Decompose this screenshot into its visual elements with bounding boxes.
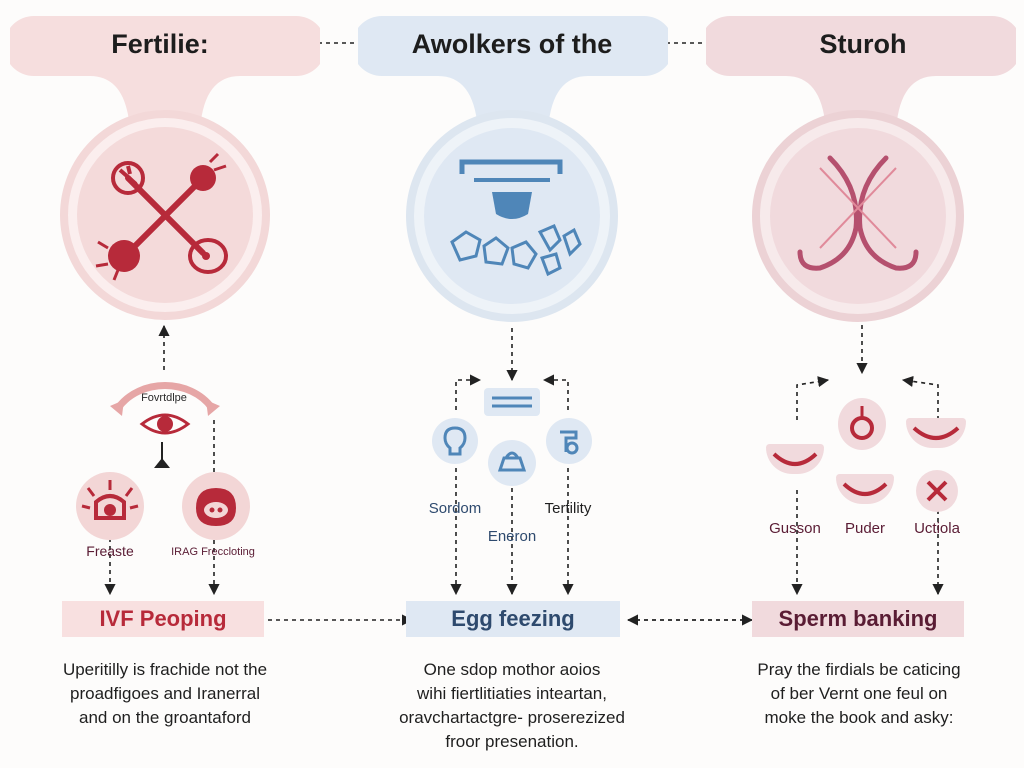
description-line: moke the book and asky: — [764, 708, 954, 727]
header-fertility: Fertilie: — [111, 28, 209, 59]
description-line: Uperitilly is frachide not the — [62, 660, 268, 679]
description-middle: One sdop mothor aoios wihi fiertlitiatie… — [372, 658, 652, 754]
top-small-label: Fovrtdlpe — [141, 392, 187, 404]
circle-sturoh — [752, 110, 964, 322]
tray-icon — [772, 452, 818, 466]
item-label: Gusson — [769, 520, 821, 537]
description-line: One sdop mothor aoios — [423, 660, 601, 679]
circle-awolkers — [406, 110, 618, 322]
tool-icon-circle — [546, 418, 592, 464]
feast-icon-circle — [76, 472, 144, 540]
ring-icon-circle — [182, 472, 250, 540]
header-pill-bg-right — [706, 16, 1016, 132]
lamp-top-icon — [484, 388, 540, 416]
bag-icon — [497, 451, 527, 472]
tray-icon — [912, 426, 960, 440]
venus-icon — [850, 406, 874, 440]
item-label: Eneron — [487, 528, 537, 545]
crossed-tools-icon — [77, 127, 253, 303]
method-egg-freezing: Egg feezing — [406, 601, 620, 637]
header-pill-bg-middle — [358, 16, 668, 132]
lines-icon — [492, 396, 532, 408]
item-label: Puder — [844, 520, 886, 537]
method-ivf: IVF Peoping — [62, 601, 264, 637]
circle-fertility — [60, 110, 270, 320]
description-line: oravchartactgre- proserezized — [399, 708, 625, 727]
lightbulb-icon — [443, 426, 467, 456]
ring-icon — [196, 488, 236, 526]
sun-face-icon — [81, 480, 139, 520]
cross-icon — [926, 480, 948, 502]
bag-icon-circle — [488, 440, 536, 486]
crossed-horns-icon — [770, 128, 946, 304]
description-line: proadfigoes and Iranerral — [70, 684, 260, 703]
item-label: Tertility — [544, 500, 592, 517]
bulb-icon-circle — [432, 418, 478, 464]
tray-icon — [842, 482, 888, 496]
item-label: IRAG Freccloting — [171, 546, 255, 558]
cross-icon-circle — [916, 470, 958, 512]
description-line: froor presenation. — [445, 732, 579, 751]
description-line: Pray the firdials be caticing — [757, 660, 961, 679]
header-pill-bg-left — [10, 16, 320, 132]
method-sperm-banking: Sperm banking — [752, 601, 964, 637]
description-left: Uperitilly is frachide not the proadfigo… — [40, 658, 290, 730]
tool-icon — [560, 430, 579, 455]
item-label: Freaste — [86, 543, 134, 559]
description-line: wihi fiertlitiaties inteartan, — [417, 684, 607, 703]
symbol-icon-circle — [838, 398, 886, 450]
header-sturoh: Sturoh — [819, 28, 907, 59]
tray-icon-right — [906, 418, 966, 448]
curved-arrows-icon — [110, 382, 220, 416]
pot-stones-icon — [424, 128, 600, 304]
tray-icon-middle — [836, 474, 894, 504]
eye-funnel-icon — [139, 413, 191, 468]
item-label: Sordom — [428, 500, 482, 517]
header-awolkers: Awolkers of the — [411, 28, 613, 59]
description-line: and on the groantaford — [78, 708, 252, 727]
description-right: Pray the firdials be caticing of ber Ver… — [734, 658, 984, 730]
tray-icon-left — [766, 444, 824, 474]
description-line: of ber Vernt one feul on — [770, 684, 948, 703]
item-label: Uctiola — [914, 520, 960, 537]
